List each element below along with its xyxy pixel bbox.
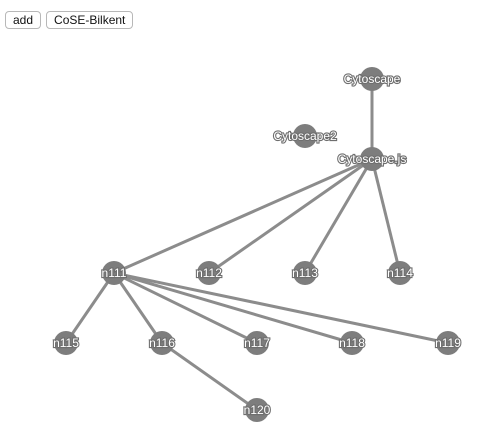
node-circle-n119[interactable]	[436, 331, 460, 355]
node-circle-cytoscapejs[interactable]	[360, 147, 384, 171]
node-cytoscape2[interactable]: Cytoscape2	[272, 124, 338, 148]
node-circle-n116[interactable]	[150, 331, 174, 355]
toolbar: add CoSE-Bilkent	[5, 11, 134, 29]
node-n112[interactable]: n112	[195, 261, 223, 285]
node-cytoscape[interactable]: Cytoscape	[343, 67, 402, 91]
node-label-n119: n119	[435, 336, 461, 350]
node-n111[interactable]: n111	[100, 261, 128, 285]
node-circle-n114[interactable]	[388, 261, 412, 285]
node-circle-n111[interactable]	[102, 261, 126, 285]
node-label-n112: n112	[196, 266, 222, 280]
node-circle-n113[interactable]	[293, 261, 317, 285]
node-label-n115: n115	[53, 336, 79, 350]
edge-cytoscapejs-n114[interactable]	[370, 158, 402, 274]
edge-n111-n116[interactable]	[112, 272, 164, 344]
node-circle-n120[interactable]	[245, 398, 269, 422]
node-label-n114: n114	[387, 266, 413, 280]
node-label-n113: n113	[292, 266, 318, 280]
node-n113[interactable]: n113	[291, 261, 319, 285]
graph-edges	[64, 79, 449, 412]
node-circle-n115[interactable]	[54, 331, 78, 355]
node-circle-n112[interactable]	[197, 261, 221, 285]
edge-n111-n119[interactable]	[113, 271, 449, 345]
edge-cytoscapejs-n112[interactable]	[208, 157, 373, 275]
node-label-n117: n117	[244, 336, 270, 350]
add-button[interactable]: add	[5, 11, 42, 29]
node-n117[interactable]: n117	[243, 331, 271, 355]
edge-n111-n117[interactable]	[113, 271, 258, 345]
node-n120[interactable]: n120	[243, 398, 272, 422]
node-circle-cytoscape[interactable]	[360, 67, 384, 91]
node-label-n118: n118	[339, 336, 365, 350]
edge-n116-n120[interactable]	[161, 341, 258, 412]
node-n115[interactable]: n115	[52, 331, 80, 355]
node-circle-n117[interactable]	[245, 331, 269, 355]
cose-bilkent-layout-button[interactable]: CoSE-Bilkent	[46, 11, 134, 29]
node-n119[interactable]: n119	[434, 331, 462, 355]
node-circle-cytoscape2[interactable]	[293, 124, 317, 148]
node-label-n120: n120	[244, 403, 271, 417]
node-label-n111: n111	[102, 266, 127, 280]
node-n118[interactable]: n118	[338, 331, 366, 355]
edge-cytoscapejs-n111[interactable]	[113, 157, 373, 275]
node-label-cytoscapejs: Cytoscape.js	[338, 152, 407, 166]
node-label-n116: n116	[149, 336, 175, 350]
edge-n111-n118[interactable]	[113, 271, 353, 345]
node-n114[interactable]: n114	[386, 261, 414, 285]
node-n116[interactable]: n116	[148, 331, 176, 355]
node-circle-n118[interactable]	[340, 331, 364, 355]
node-label-cytoscape: Cytoscape	[344, 72, 401, 86]
edge-cytoscapejs-n113[interactable]	[303, 158, 374, 274]
edge-n111-n115[interactable]	[64, 272, 116, 344]
node-cytoscapejs[interactable]: Cytoscape.js	[337, 147, 407, 171]
node-label-cytoscape2: Cytoscape2	[273, 129, 337, 143]
